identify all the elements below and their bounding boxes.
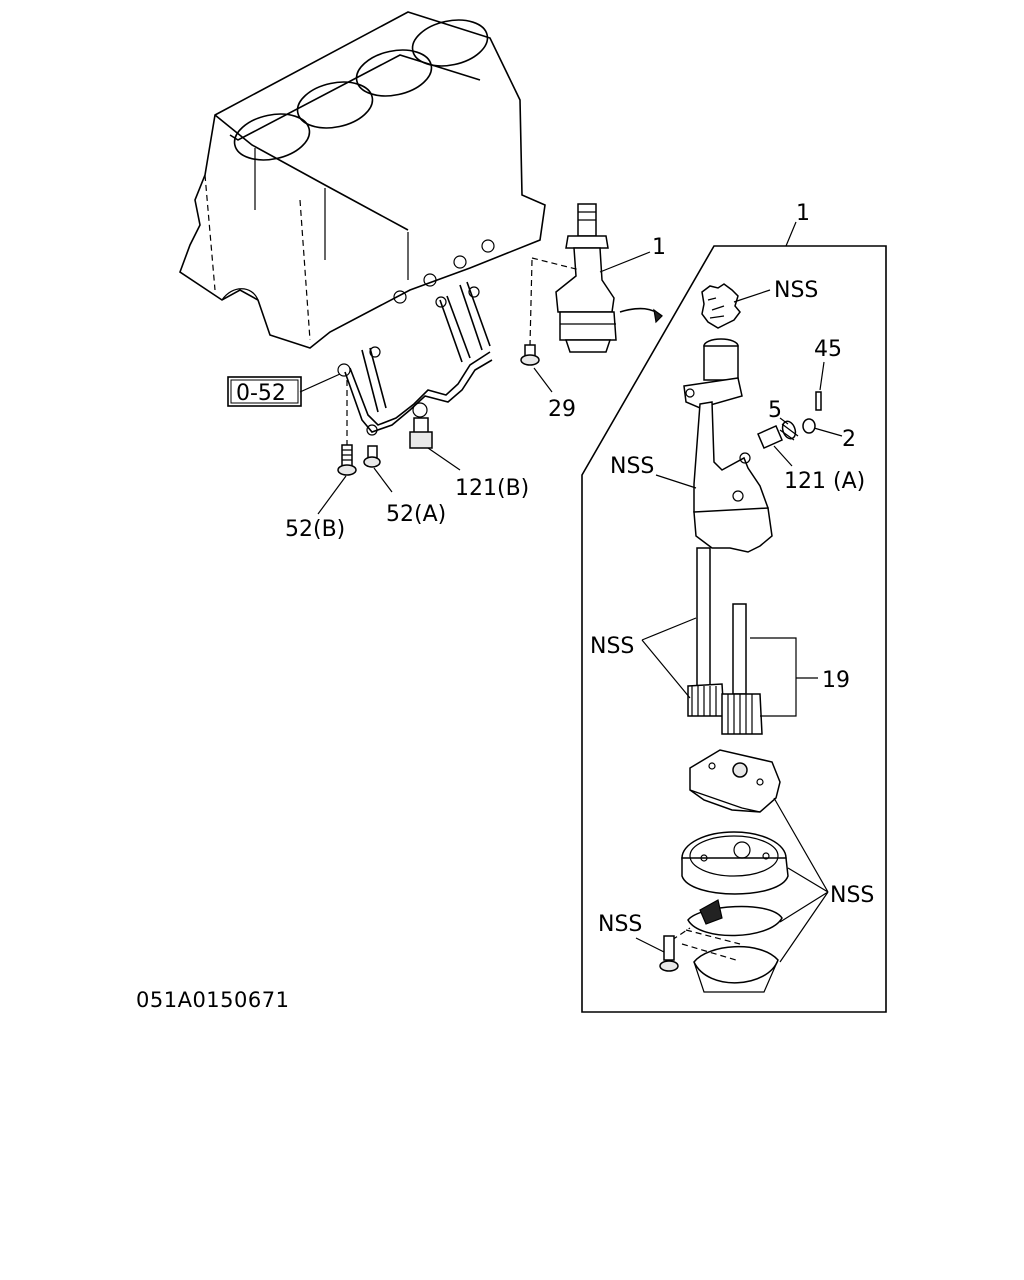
oil-strainer [681,831,789,993]
drive-gear [701,283,741,329]
callout-5: 5 [768,398,782,423]
driven-shaft-gear [721,603,763,735]
pump-cover [689,749,781,813]
callout-52b: 52(B) [285,517,345,542]
leader-lines [299,221,843,963]
relief-plug-2 [802,418,816,434]
drive-shaft-gear [687,547,725,717]
callout-nss-gear: NSS [774,278,818,303]
callout-nss-body: NSS [610,454,654,479]
callout-121b: 121(B) [455,476,529,501]
callout-1-outer: 1 [796,201,810,226]
drawing-code: 051A0150671 [136,988,289,1012]
strainer-bolt [659,927,691,972]
relief-spring-5 [779,420,799,441]
callout-52a: 52(A) [386,502,446,527]
union-bolt-121b [409,417,433,449]
oil-pipe-assembly [337,281,493,436]
callout-2: 2 [842,427,856,452]
callout-nss-strainer: NSS [830,883,874,908]
bolt-52b [337,380,357,476]
callout-29: 29 [548,397,576,422]
bolt-29 [520,259,540,366]
bolt-52a [363,445,381,468]
exploded-view-box [581,245,887,1013]
pump-body [683,338,773,553]
callout-1-pump: 1 [652,235,666,260]
callout-121a: 121 (A) [784,469,865,494]
relief-valve-121a [757,425,783,449]
callout-nss-bolt: NSS [598,912,642,937]
callout-45: 45 [814,337,842,362]
engine-block [179,11,546,349]
installed-oil-pump [531,203,663,353]
reference-box-text: 0-52 [236,381,286,406]
callout-19: 19 [822,668,850,693]
reference-box: 0-52 [227,376,302,407]
callout-nss-shaft: NSS [590,634,634,659]
relief-pin-45 [815,391,822,411]
